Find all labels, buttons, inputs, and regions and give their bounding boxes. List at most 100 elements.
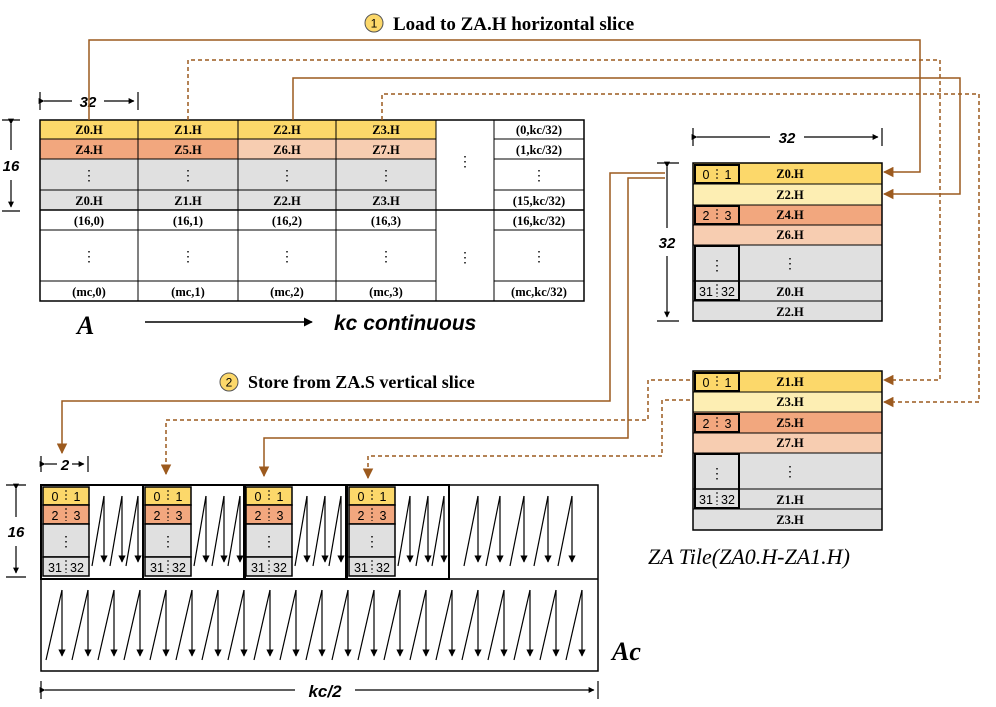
zigzag-arrow xyxy=(279,589,300,661)
zigzag-arrow xyxy=(485,495,504,567)
tile0-width-dimension: 32 xyxy=(691,128,883,147)
zigzag-arrow xyxy=(487,589,508,661)
zigzag-arrow xyxy=(91,495,108,567)
zigzag-arrow xyxy=(397,495,414,567)
matrix-a-cell: Z2.H xyxy=(273,123,301,137)
tile1-row-label: Z7.H xyxy=(776,436,804,450)
tile0-index: 31 xyxy=(699,285,713,299)
zigzag-diagonal xyxy=(487,589,505,661)
matrix-a-cell: (mc,3) xyxy=(369,285,403,299)
ac-index-label: 2 xyxy=(255,509,262,523)
matrix-a-cell: Z3.H xyxy=(372,123,400,137)
matrix-a-cell: Z0.H xyxy=(75,123,103,137)
tile0-row-label: Z0.H xyxy=(776,285,804,299)
ellipsis-icon: ⋮ xyxy=(710,467,724,482)
ellipsis-icon: ⋮ xyxy=(181,250,195,265)
tile1-index: 3 xyxy=(725,417,732,431)
store-arrows xyxy=(56,172,690,480)
ac-index-cell xyxy=(245,556,293,577)
tile0-index: 3 xyxy=(725,209,732,223)
zigzag-diagonal xyxy=(109,495,123,567)
ac-index-cell xyxy=(144,523,192,558)
step2-label: Store from ZA.S vertical slice xyxy=(248,372,475,392)
ac-index-cell xyxy=(144,504,192,525)
zigzag-diagonal xyxy=(97,589,115,661)
zigzag-arrow xyxy=(97,589,118,661)
tile1-index: 1 xyxy=(725,376,732,390)
matrix-a-cell: (16,3) xyxy=(371,214,401,228)
ac-index-label: 31 xyxy=(251,561,265,575)
zigzag-arrow xyxy=(357,589,378,661)
zigzag-diagonal xyxy=(383,589,401,661)
ellipsis-icon: ⋮ xyxy=(783,257,797,272)
ac-index-label: 31 xyxy=(354,561,368,575)
step2-number: 2 xyxy=(226,376,233,390)
ac-col-width-dimension: 2 xyxy=(39,456,89,474)
tile0-row-label: Z0.H xyxy=(776,167,804,181)
tile1-row-label: Z5.H xyxy=(776,416,804,430)
zigzag-diagonal xyxy=(565,589,583,661)
zigzag-diagonal xyxy=(557,495,573,567)
zigzag-arrow xyxy=(383,589,404,661)
zigzag-arrow xyxy=(431,495,448,567)
zigzag-diagonal xyxy=(435,589,453,661)
ellipsis-icon: ⋮ xyxy=(458,251,472,266)
matrix-a-name: A xyxy=(75,311,94,340)
step1-title: 1 Load to ZA.H horizontal slice xyxy=(364,13,634,35)
ac-height-dimension: 16 xyxy=(6,483,26,578)
ac-index-cell xyxy=(42,556,90,577)
zigzag-diagonal xyxy=(193,495,207,567)
load-arrow-z0 xyxy=(88,39,921,178)
matrix-a-cell: (0,kc/32) xyxy=(516,123,562,137)
zigzag-diagonal xyxy=(312,495,326,567)
ac-index-label: 32 xyxy=(376,561,390,575)
zigzag-diagonal xyxy=(45,589,63,661)
ac-index-label: 1 xyxy=(277,490,284,504)
zigzag-diagonal xyxy=(227,495,241,567)
zigzag-diagonal xyxy=(513,589,531,661)
ellipsis-icon: ⋮ xyxy=(161,535,175,550)
load-arrow-z1 xyxy=(187,59,941,386)
zigzag-diagonal xyxy=(253,589,271,661)
ac-index-cell xyxy=(42,523,90,558)
zigzag-diagonal xyxy=(125,495,139,567)
zigzag-arrow xyxy=(227,589,248,661)
matrix-a-cell: (mc,0) xyxy=(72,285,106,299)
zigzag-diagonal xyxy=(294,495,308,567)
zigzag-diagonal xyxy=(149,589,167,661)
matrix-a-cell: (16,kc/32) xyxy=(513,214,565,228)
tile1-row-label: Z3.H xyxy=(776,513,804,527)
zigzag-diagonal xyxy=(175,589,193,661)
zigzag-arrow xyxy=(109,495,126,567)
tile1-row-label: Z1.H xyxy=(776,493,804,507)
store-arrow-tile1-a xyxy=(160,379,690,476)
zigzag-diagonal xyxy=(201,589,219,661)
ellipsis-icon: ⋮ xyxy=(365,535,379,550)
zigzag-diagonal xyxy=(509,495,525,567)
zigzag-diagonal xyxy=(211,495,225,567)
za-tile-0: 32 32 0 1 2 3 ⋮ 31 xyxy=(657,128,883,322)
zigzag-diagonal xyxy=(409,589,427,661)
ellipsis-icon: ⋮ xyxy=(280,250,294,265)
zigzag-arrow xyxy=(557,495,576,567)
tile1-index: 2 xyxy=(703,417,710,431)
ac-index-label: 0 xyxy=(255,490,262,504)
zigzag-arrow xyxy=(539,589,560,661)
ellipsis-icon: ⋮ xyxy=(783,465,797,480)
zigzag-arrow xyxy=(227,495,244,567)
matrix-a-cell: Z2.H xyxy=(273,194,301,208)
zigzag-arrow xyxy=(312,495,329,567)
zigzag-diagonal xyxy=(71,589,89,661)
ac-index-cell xyxy=(245,523,293,558)
zigzag-arrow xyxy=(123,589,144,661)
zigzag-arrow xyxy=(509,495,528,567)
matrix-a-cell: (mc,2) xyxy=(270,285,304,299)
store-arrow-tile0-b xyxy=(258,177,665,478)
ac-index-label: 31 xyxy=(150,561,164,575)
ellipsis-icon: ⋮ xyxy=(458,155,472,170)
